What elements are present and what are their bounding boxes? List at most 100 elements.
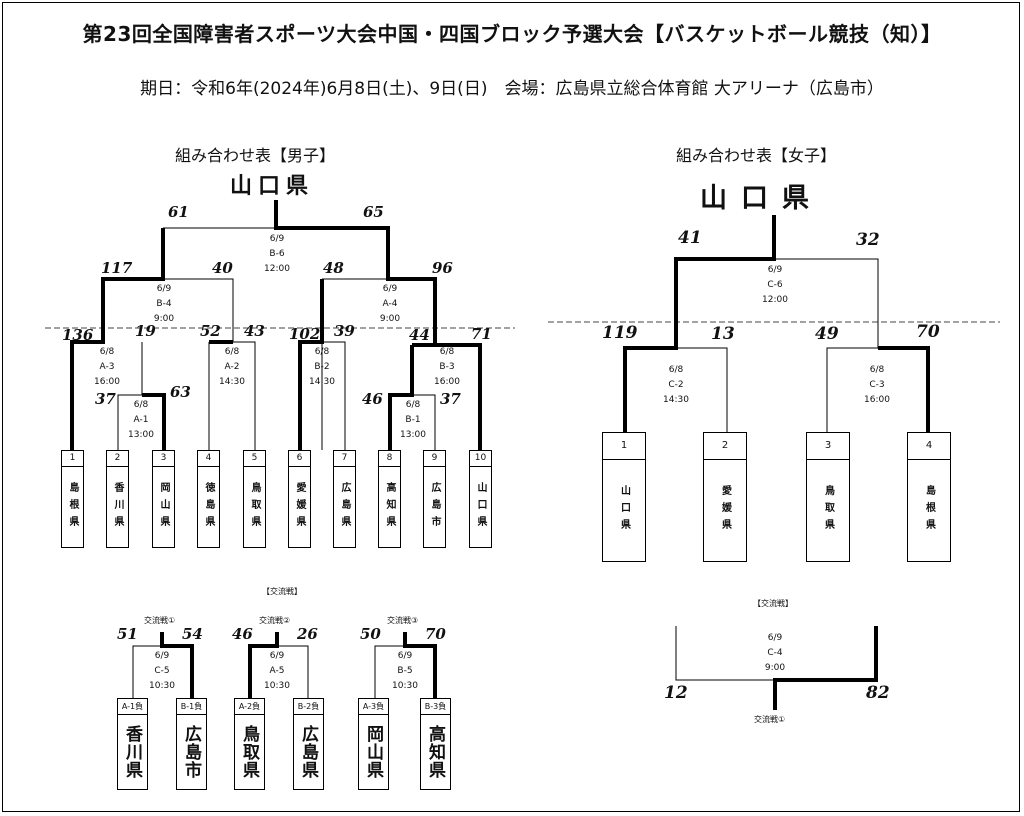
team-number: 4	[908, 433, 950, 460]
game-time: 13:00	[128, 430, 154, 440]
score: 32	[856, 230, 880, 250]
game-time: 10:30	[264, 681, 290, 691]
game-date: 6/9	[382, 284, 398, 294]
game-date: 6/8	[99, 347, 115, 357]
team-number: 3	[807, 433, 849, 460]
team-name: 島根県	[923, 484, 935, 536]
handwritten-team-name: 広島県	[298, 725, 318, 779]
team-number: 1	[62, 451, 83, 467]
women-exchange-game: 6/9 C-4 9:00	[755, 631, 795, 676]
game-date: 6/9	[269, 651, 285, 661]
game-code: A-1	[133, 415, 149, 425]
team-name: 山口県	[618, 484, 630, 536]
game-code: B-5	[397, 666, 413, 676]
game-date: 6/8	[314, 347, 330, 357]
slot-label: B-1負	[177, 699, 206, 715]
women-team-box: 3 鳥取県	[806, 432, 850, 562]
handwritten-team-name: 香川県	[122, 725, 142, 779]
score: 117	[101, 259, 133, 277]
men-team-box: 10 山口県	[469, 450, 492, 548]
score: 51	[117, 625, 138, 643]
slot-label: A-3負	[359, 699, 388, 715]
team-name: 高知県	[384, 481, 395, 533]
team-number: 4	[198, 451, 219, 467]
team-number: 2	[704, 433, 746, 460]
team-number: 3	[153, 451, 174, 467]
team-name: 鳥取県	[249, 481, 260, 533]
game-code: C-5	[154, 666, 170, 676]
game-date: 6/9	[767, 633, 783, 643]
score: 63	[170, 383, 191, 401]
game-code: C-6	[767, 280, 783, 290]
handwritten-team-name: 高知県	[425, 725, 445, 779]
women-team-box: 4 島根県	[907, 432, 951, 562]
game-code: B-1	[405, 415, 421, 425]
score: 37	[440, 390, 461, 408]
game-date: 6/8	[224, 347, 240, 357]
score: 52	[200, 322, 221, 340]
women-game-c2: 6/8 C-2 14:30	[656, 363, 696, 408]
game-code: A-5	[269, 666, 285, 676]
exchange-team-box: A-2負鳥取県	[234, 698, 265, 790]
team-name: 山口県	[475, 481, 486, 533]
slot-label: B-2負	[294, 699, 323, 715]
men-game-b1: 6/8 B-1 13:00	[394, 398, 432, 443]
game-time: 9:00	[764, 663, 786, 673]
game-time: 14:30	[663, 395, 689, 405]
team-name: 広島県	[339, 481, 350, 533]
score: 65	[363, 203, 384, 221]
game-code: C-2	[668, 380, 684, 390]
team-name: 広島市	[429, 481, 440, 533]
team-name: 愛媛県	[294, 481, 305, 533]
men-game-b3: 6/8 B-3 16:00	[428, 345, 466, 390]
score: 70	[916, 322, 940, 342]
women-champion: 山口県	[700, 183, 823, 214]
game-code: A-3	[99, 362, 115, 372]
game-date: 6/9	[397, 651, 413, 661]
score: 37	[95, 390, 116, 408]
slot-label: A-1負	[118, 699, 147, 715]
men-exchange-label: 【交流戦】	[262, 587, 302, 596]
event-info: 期日：令和6年(2024年)6月8日(土)、9日(日) 会場：広島県立総合体育館…	[140, 79, 884, 99]
game-time: 14:30	[219, 377, 245, 387]
score: 49	[815, 324, 839, 344]
exchange-team-box: A-1負香川県	[117, 698, 148, 790]
page-title: 第23回全国障害者スポーツ大会中国・四国ブロック予選大会【バスケットボール競技（…	[82, 22, 942, 46]
exchange-team-box: B-3負高知県	[420, 698, 451, 790]
score: 119	[602, 323, 638, 343]
score: 96	[432, 259, 453, 277]
exchange-title: 交流戦③	[387, 616, 419, 625]
team-number: 9	[424, 451, 445, 467]
score: 82	[866, 683, 890, 703]
men-game-a1: 6/8 A-1 13:00	[122, 398, 160, 443]
score: 19	[135, 322, 156, 340]
team-name: 鳥取県	[822, 484, 834, 536]
game-time: 16:00	[434, 377, 460, 387]
score: 43	[244, 322, 265, 340]
score: 102	[289, 325, 321, 343]
game-date: 6/8	[405, 400, 421, 410]
team-number: 7	[334, 451, 355, 467]
exchange-title: 交流戦①	[144, 616, 176, 625]
exchange-title: 交流戦②	[259, 616, 291, 625]
exchange-team-box: A-3負岡山県	[358, 698, 389, 790]
slot-label: A-2負	[235, 699, 264, 715]
men-team-box: 9 広島市	[423, 450, 446, 548]
game-time: 12:00	[264, 264, 290, 274]
score: 50	[360, 625, 381, 643]
exchange-team-box: B-1負広島市	[176, 698, 207, 790]
men-champion: 山口県	[230, 173, 315, 199]
handwritten-team-name: 岡山県	[363, 725, 383, 779]
game-date: 6/8	[133, 400, 149, 410]
women-game-c6: 6/9 C-6 12:00	[755, 263, 795, 308]
team-number: 1	[603, 433, 645, 460]
team-number: 10	[470, 451, 491, 467]
